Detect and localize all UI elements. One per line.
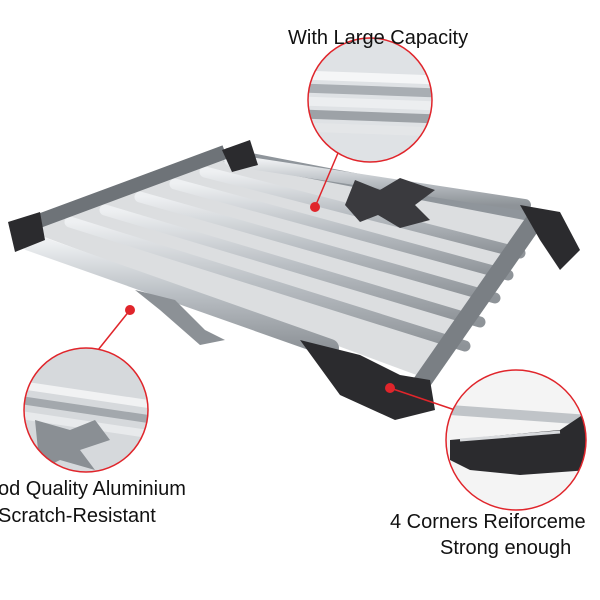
detail-slats [308,38,432,162]
aluminium-label-line2: Scratch-Resistant [0,505,156,527]
callout-dot [310,202,320,212]
callout-dot [385,383,395,393]
callout-dot [125,305,135,315]
detail-corner [446,370,586,510]
detail-aluminium [24,348,148,472]
corners-label-line1: 4 Corners Reiforceme [390,511,586,533]
rack-frame [8,140,580,420]
aluminium-label-line1: od Quality Aluminium [0,478,186,500]
corners-label-line2: Strong enough [440,537,572,559]
capacity-label: With Large Capacity [288,27,469,49]
callout-lines [97,152,456,411]
